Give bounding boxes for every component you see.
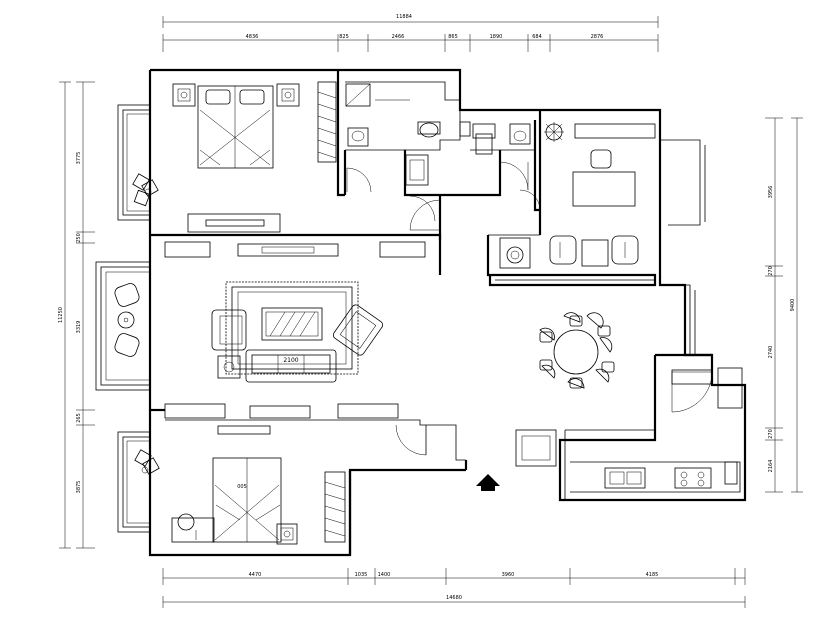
dim-left-overall: 11250	[58, 307, 64, 323]
dim-left-seg-5: 3875	[76, 481, 82, 494]
nightstand-left	[172, 83, 196, 107]
plant-icon	[544, 122, 564, 142]
dim-left-seg-2: 250	[76, 233, 82, 243]
doors	[346, 161, 713, 456]
study-desk	[572, 171, 636, 207]
dim-top-seg-5: 1890	[490, 34, 503, 40]
sofa: 2100	[245, 349, 337, 383]
dim-bottom-seg-3: 1400	[378, 572, 391, 578]
dimension-lines: 11884 4836 825 2466 865 1890 684 2876 44…	[58, 14, 803, 608]
dim-bottom-seg-2: 1035	[355, 572, 368, 578]
dim-top-seg-2: 825	[339, 34, 349, 40]
dim-bottom-seg-5: 4185	[646, 572, 659, 578]
coffee-table	[261, 307, 323, 341]
sofa-label: 2100	[283, 357, 298, 364]
dim-right-seg-1: 3956	[768, 186, 774, 199]
balcony-chair-icon-2	[134, 449, 160, 475]
dim-right-overall: 9400	[790, 299, 796, 312]
bed-label: 005	[237, 484, 247, 490]
dim-left-seg-1: 3775	[76, 152, 82, 165]
stove-icon	[674, 467, 712, 489]
kitchen-sink	[604, 467, 646, 489]
dim-bottom-seg-1: 4470	[249, 572, 262, 578]
dim-bottom-overall: 14680	[446, 595, 462, 601]
study-room	[499, 122, 656, 269]
dim-right-seg-4: 270	[768, 429, 774, 439]
armchair-right	[332, 304, 384, 356]
living-rug	[225, 281, 359, 375]
dim-right-seg-2: 270	[768, 266, 774, 276]
armchair-left	[211, 309, 247, 351]
master-bed	[197, 85, 274, 169]
master-tv-cabinet	[187, 213, 281, 233]
dim-top-seg-3: 2466	[392, 34, 405, 40]
dining-area	[515, 312, 615, 467]
dim-right-seg-3: 2740	[768, 346, 774, 359]
dim-top-seg-4: 865	[448, 34, 458, 40]
dim-left-seg-3: 3319	[76, 321, 82, 334]
dim-right-seg-5: 2164	[768, 460, 774, 473]
dining-table	[553, 329, 599, 375]
washing-machine	[499, 237, 531, 269]
master-bedroom	[132, 81, 337, 233]
dim-top-seg-1: 4836	[246, 34, 259, 40]
dim-top-seg-6: 684	[532, 34, 542, 40]
exterior-walls	[148, 68, 747, 557]
balcony-mid-left	[95, 261, 151, 391]
balcony-bottom-left	[117, 431, 151, 533]
nightstand-right	[276, 83, 300, 107]
dim-top-seg-7: 2876	[591, 34, 604, 40]
second-wardrobe	[324, 471, 346, 543]
second-bedroom: 005	[134, 449, 346, 545]
dim-left-seg-4: 265	[76, 413, 82, 423]
entrance-arrow-icon	[476, 474, 500, 491]
dim-bottom-seg-4: 3960	[502, 572, 515, 578]
master-wardrobe	[317, 81, 337, 163]
interior-walls	[150, 70, 741, 500]
balcony-top-left	[117, 104, 151, 221]
balcony-chair-icon	[132, 173, 159, 207]
bathrooms	[345, 83, 531, 186]
study-chair	[590, 149, 612, 169]
dim-top-overall: 11884	[396, 14, 412, 20]
kitchen	[604, 367, 743, 489]
living-room: 2100	[114, 241, 426, 435]
balcony-seat-icons	[114, 283, 140, 357]
